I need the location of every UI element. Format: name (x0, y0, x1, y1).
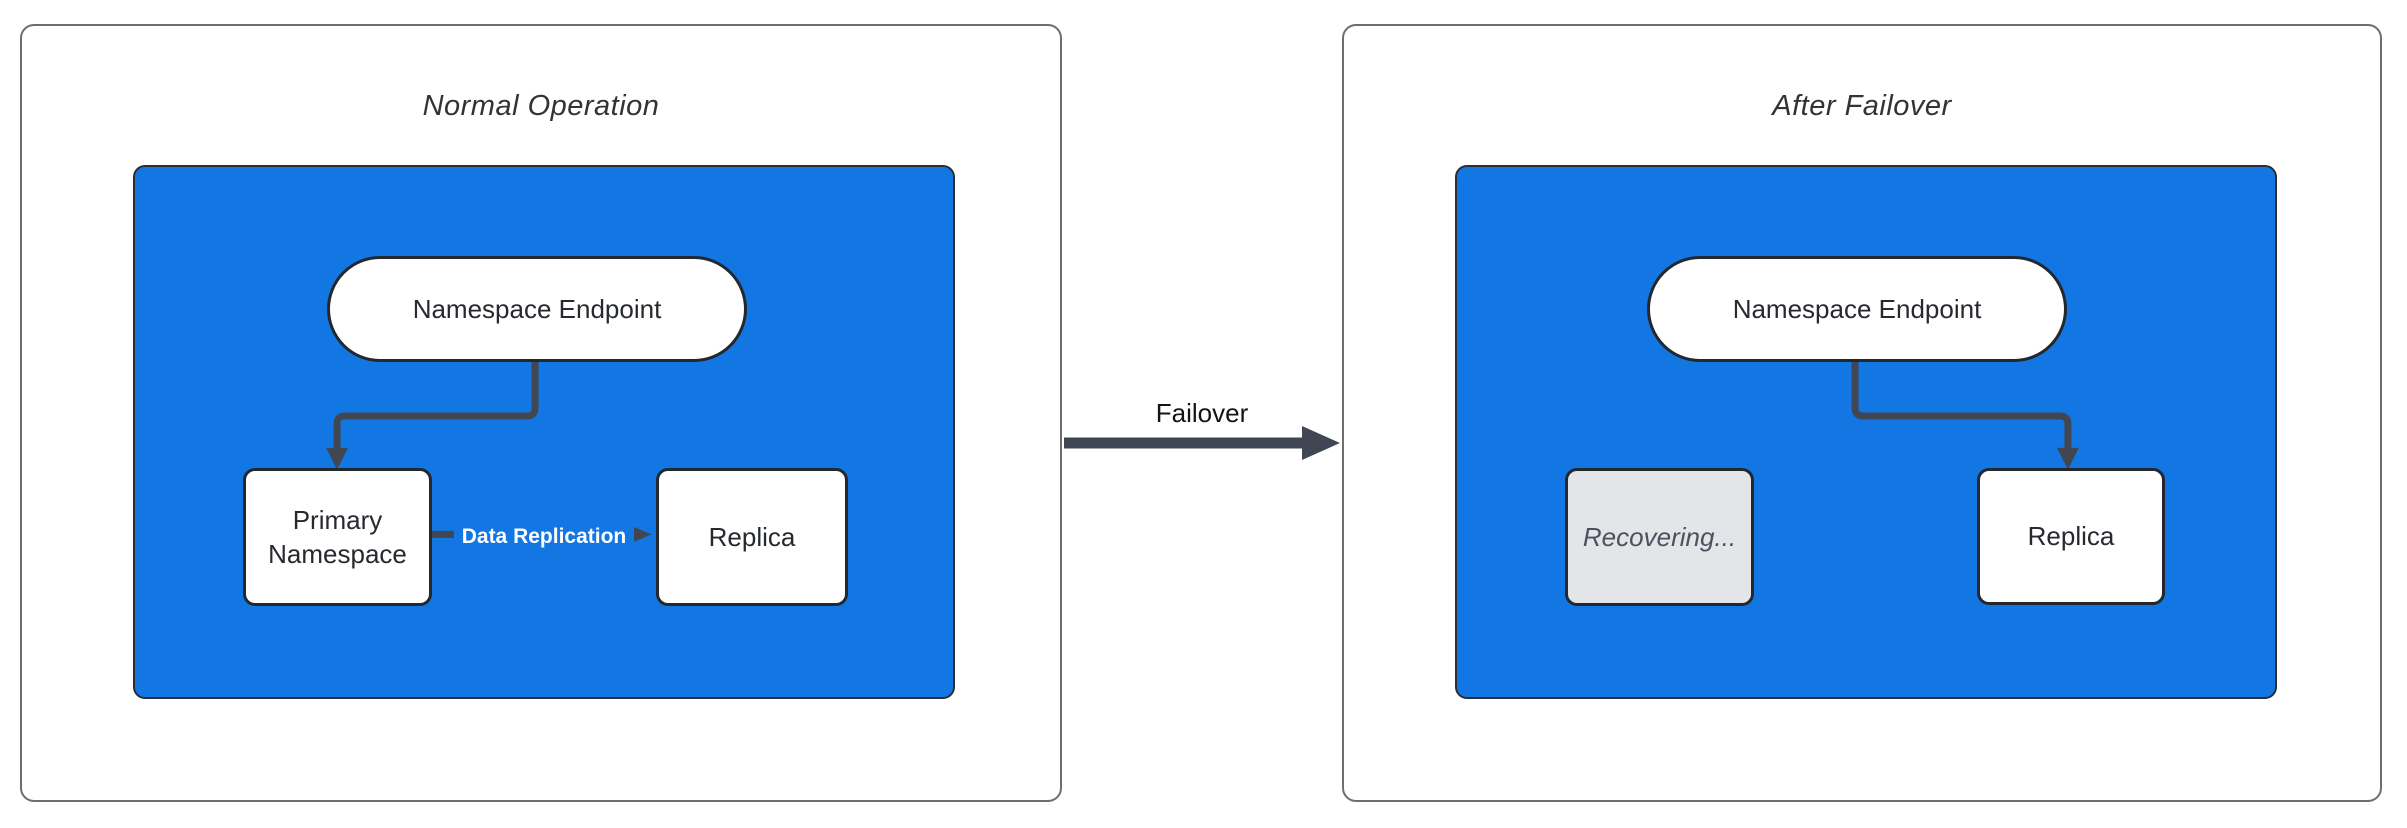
edge-label-data-replication: Data Replication (454, 523, 634, 551)
node-namespace-endpoint-left: Namespace Endpoint (327, 256, 747, 362)
node-replica-left-label: Replica (708, 521, 796, 552)
node-namespace-endpoint-right: Namespace Endpoint (1647, 256, 2067, 362)
cluster-namespace-group-left (133, 165, 955, 699)
panel-normal-operation: Normal Operation Namespace Endpoint Prim… (20, 24, 1062, 802)
failover-arrowhead-icon (1302, 426, 1340, 460)
node-replica-left: Replica (656, 468, 848, 606)
node-recovering: Recovering... (1565, 468, 1754, 606)
node-replica-right-label: Replica (2027, 521, 2115, 552)
panel-title-after-failover: After Failover (1772, 90, 1952, 122)
node-primary-namespace-label: Primary Namespace (268, 504, 407, 569)
failover-label: Failover (1155, 398, 1249, 428)
node-recovering-label: Recovering... (1582, 521, 1737, 552)
node-replica-right: Replica (1977, 468, 2165, 605)
node-namespace-endpoint-left-label: Namespace Endpoint (412, 293, 662, 324)
panel-title-normal-operation: Normal Operation (422, 90, 660, 122)
panel-after-failover: After Failover Namespace Endpoint Recove… (1342, 24, 2382, 802)
node-primary-namespace: Primary Namespace (243, 468, 432, 606)
cluster-namespace-group-right (1455, 165, 2277, 699)
node-namespace-endpoint-right-label: Namespace Endpoint (1732, 293, 1982, 324)
